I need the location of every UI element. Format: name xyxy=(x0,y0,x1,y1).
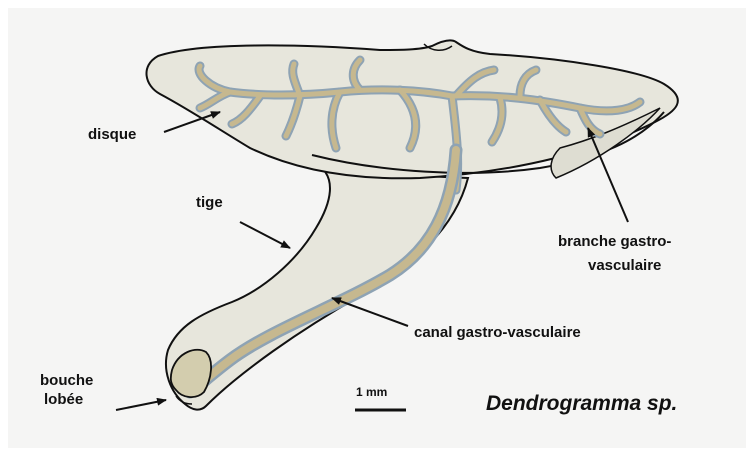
label-branche-line2: vasculaire xyxy=(588,257,661,274)
label-bouche-line1: bouche xyxy=(40,372,93,389)
bouche-arrow xyxy=(116,400,166,410)
canal-arrow xyxy=(332,298,408,326)
label-branche-line1: branche gastro- xyxy=(558,233,671,250)
label-canal: canal gastro-vasculaire xyxy=(414,324,581,341)
scale-bar-label: 1 mm xyxy=(356,385,387,399)
label-disque: disque xyxy=(88,126,136,143)
tige-arrow xyxy=(240,222,290,248)
label-tige: tige xyxy=(196,194,223,211)
species-title: Dendrogramma sp. xyxy=(486,392,677,415)
label-bouche-line2: lobée xyxy=(44,391,83,408)
